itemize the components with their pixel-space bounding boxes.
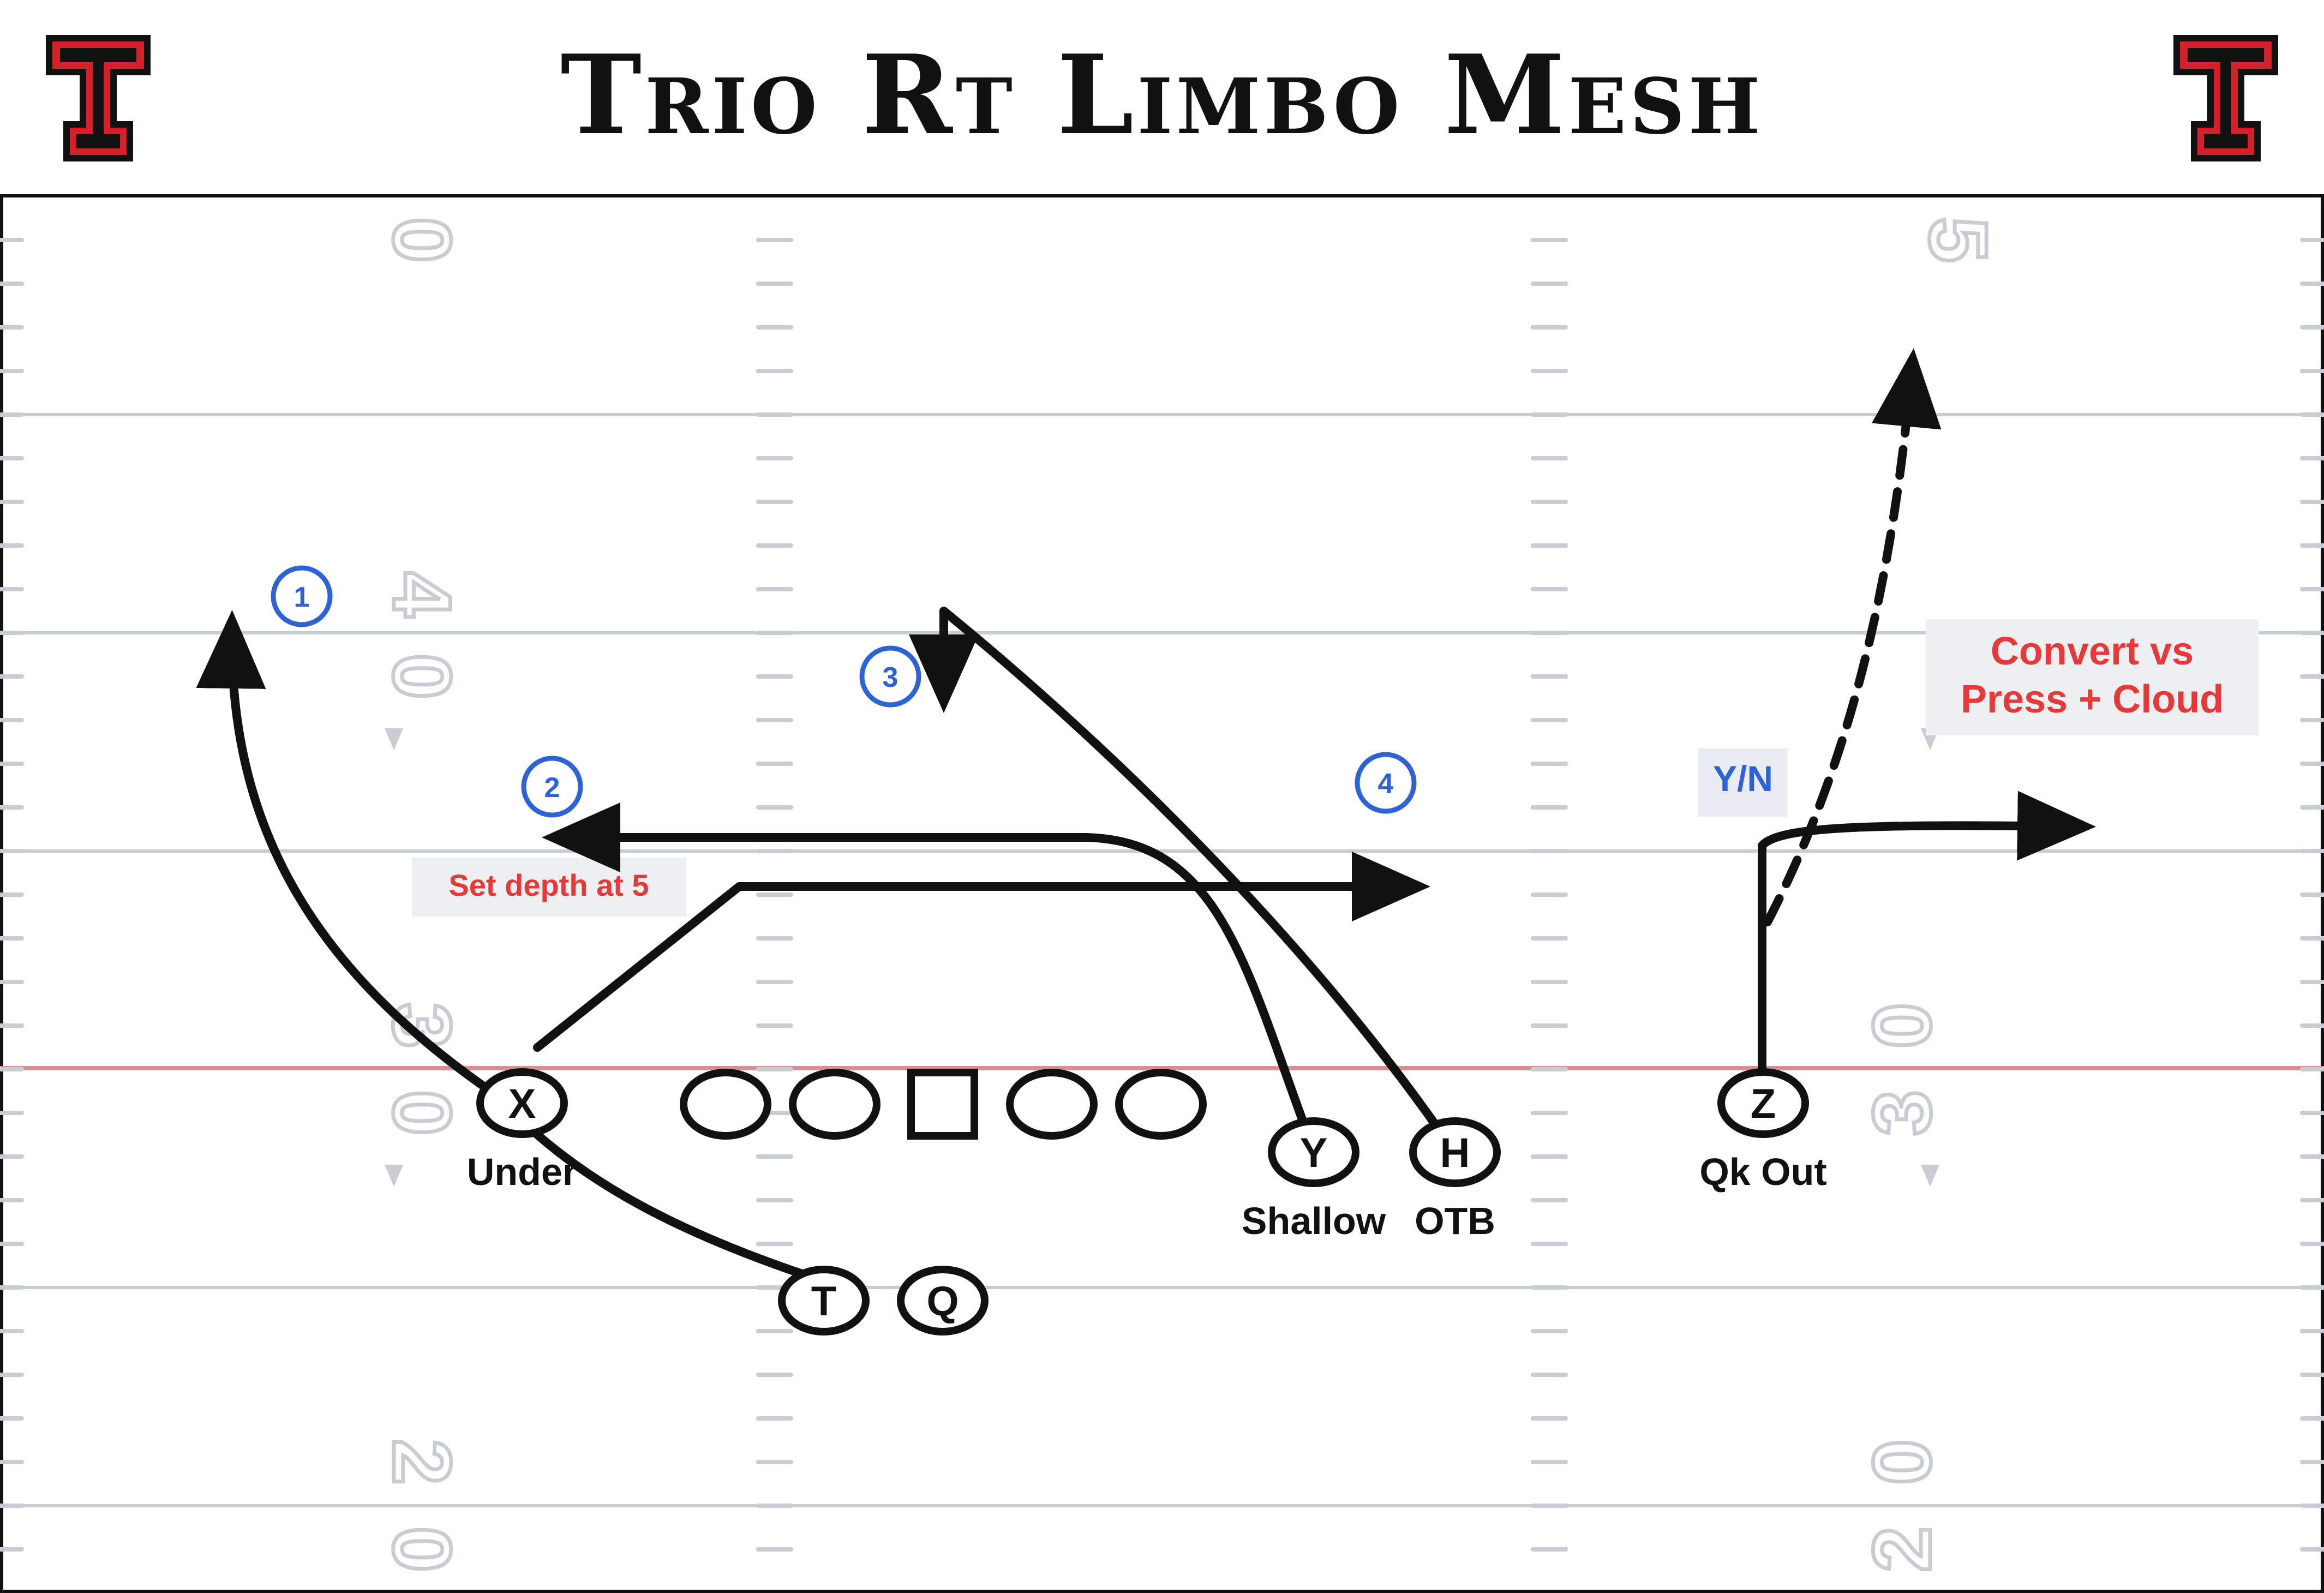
- yard-number: 0: [376, 1526, 468, 1572]
- read-progression: 1 2 3 4: [271, 565, 1417, 818]
- read-1-badge: [271, 565, 333, 627]
- player-t: [778, 1266, 870, 1336]
- h-otb-route: [909, 607, 1439, 1128]
- direction-arrow-icon: [1921, 1165, 1939, 1187]
- player-h: [1409, 1117, 1501, 1187]
- h-route-label: OTB: [1415, 1200, 1495, 1242]
- yard-number: 0: [376, 1090, 468, 1135]
- yn-note: Y/N: [1713, 758, 1773, 799]
- left-tackle: [680, 1069, 771, 1140]
- read-3-badge: [859, 645, 921, 708]
- yard-number: 0: [376, 654, 468, 699]
- player-y: [1268, 1117, 1359, 1187]
- convert-note-line-1: Convert vs: [1991, 630, 2194, 673]
- direction-arrow-icon: [385, 728, 403, 750]
- z-route-label: Qk Out: [1699, 1151, 1826, 1193]
- texas-tech-logo-icon: [46, 35, 151, 161]
- read-1-number: 1: [294, 582, 310, 613]
- yard-number: 4: [376, 572, 468, 617]
- left-guard: [789, 1069, 881, 1140]
- player-x-letter: X: [508, 1081, 536, 1127]
- player-z: [1717, 1068, 1809, 1138]
- center: [907, 1069, 978, 1140]
- convert-note-box: [1926, 619, 2259, 735]
- x-route-label: Under: [467, 1151, 577, 1193]
- player-y-letter: Y: [1300, 1130, 1328, 1176]
- player-q-letter: Q: [926, 1278, 959, 1325]
- hash-marks: [0, 238, 2324, 1552]
- yard-number: 5: [1913, 217, 2004, 262]
- yard-number: 0: [1856, 1439, 1948, 1484]
- x-under-route: [533, 852, 1430, 1052]
- t-release-route: [533, 1130, 806, 1278]
- player-x: [476, 1068, 568, 1138]
- yard-number: 2: [376, 1439, 468, 1484]
- convert-note-line-2: Press + Cloud: [1961, 678, 2224, 721]
- texas-tech-logo-icon: [2173, 35, 2278, 161]
- player-q: [897, 1266, 989, 1336]
- yard-number: 2: [1856, 1526, 1948, 1572]
- right-guard: [1006, 1069, 1098, 1140]
- route-labels: Under Shallow OTB Qk Out: [467, 1151, 1827, 1242]
- routes: [196, 348, 2096, 1278]
- y-shallow-route: [542, 803, 1308, 1128]
- player-z-letter: Z: [1751, 1081, 1776, 1127]
- yard-number: 0: [1856, 1003, 1948, 1048]
- player-h-letter: H: [1440, 1130, 1470, 1176]
- read-4-badge: [1355, 752, 1417, 814]
- read-4-number: 4: [1378, 768, 1394, 800]
- direction-arrow-icon: [385, 1165, 403, 1187]
- depth-note: Set depth at 5: [448, 868, 649, 902]
- read-2-badge: [521, 756, 583, 818]
- yard-number: 0: [376, 217, 468, 262]
- header: Trio Rt Limbo Mesh: [0, 0, 2324, 197]
- player-t-letter: T: [811, 1278, 836, 1325]
- play-title: Trio Rt Limbo Mesh: [560, 31, 1764, 159]
- y-route-label: Shallow: [1242, 1200, 1386, 1242]
- z-quick-out-route: [1758, 790, 2096, 1074]
- player-letters: X Y H Z T Q: [508, 1081, 1776, 1325]
- x-vertical-route: [196, 610, 487, 1090]
- read-3-number: 3: [883, 662, 899, 693]
- yn-note-box: [1698, 748, 1788, 817]
- z-convert-route: [1763, 348, 1942, 926]
- offensive-line: [680, 1069, 1207, 1140]
- yard-number: 3: [1856, 1090, 1948, 1135]
- right-tackle: [1115, 1069, 1207, 1140]
- read-2-number: 2: [544, 772, 560, 804]
- skill-players: [476, 1068, 1809, 1336]
- yard-numbers: 0 5 4 0 3 0 0 3 2 0 0 2: [375, 215, 2006, 1574]
